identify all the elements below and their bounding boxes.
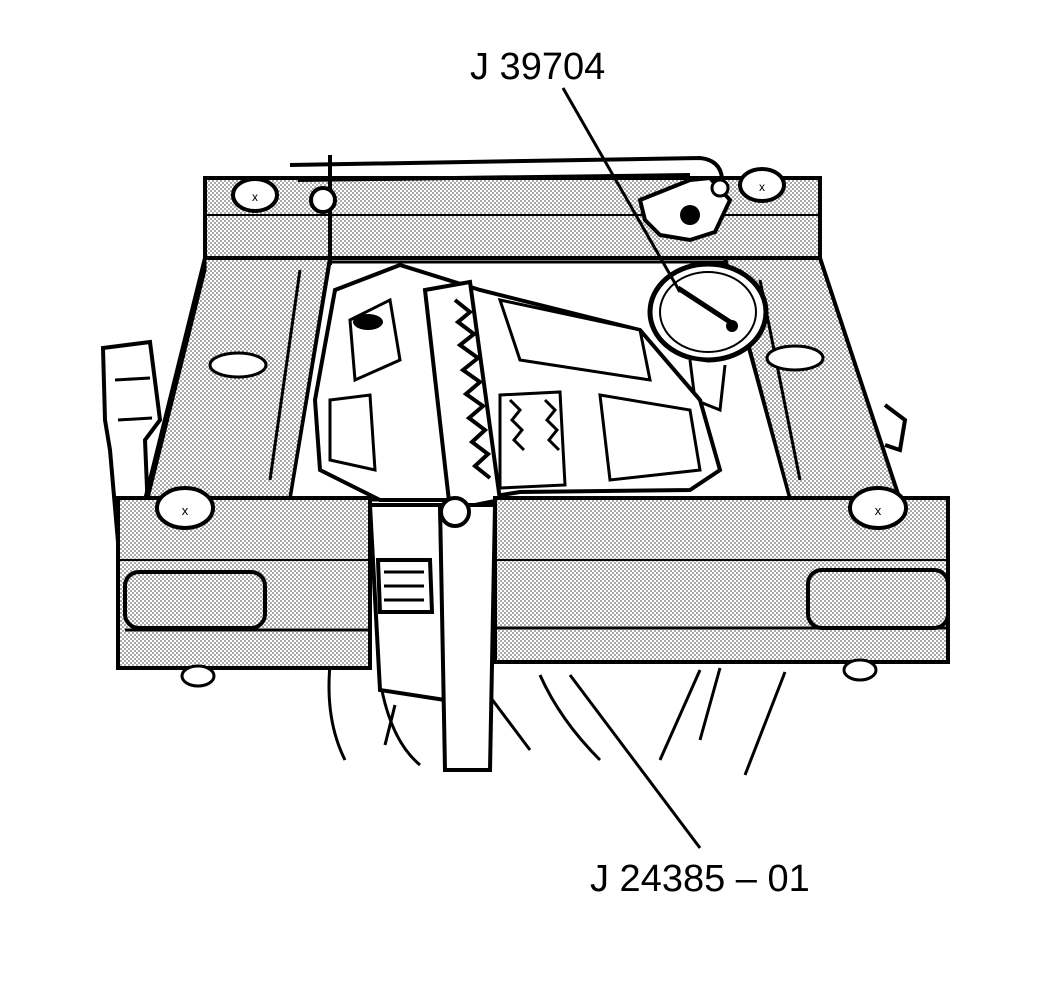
bolt-front-left: x xyxy=(155,486,215,530)
svg-text:x: x xyxy=(759,180,765,194)
right-side-clip xyxy=(883,403,908,453)
svg-text:x: x xyxy=(252,190,258,204)
bolt-rear-left: x xyxy=(231,177,279,213)
rail-hole-left xyxy=(208,351,268,379)
svg-text:x: x xyxy=(875,503,882,518)
indicator-arm xyxy=(289,155,725,265)
front-left-beam xyxy=(116,496,372,688)
bolt-rear-right: x xyxy=(738,167,786,203)
svg-text:x: x xyxy=(182,503,189,518)
indicator-clamp xyxy=(637,175,733,243)
side-gear xyxy=(508,398,561,452)
rail-hole-right xyxy=(765,344,825,372)
fixture-tool-label: J 24385 – 01 xyxy=(590,858,810,900)
front-right-beam xyxy=(493,496,950,682)
pinion-yoke xyxy=(367,496,498,772)
leader-line-gauge xyxy=(561,87,682,293)
bolt-front-right: x xyxy=(848,486,908,530)
leader-line-fixture xyxy=(568,674,702,849)
gauge-tool-label: J 39704 xyxy=(470,46,606,88)
